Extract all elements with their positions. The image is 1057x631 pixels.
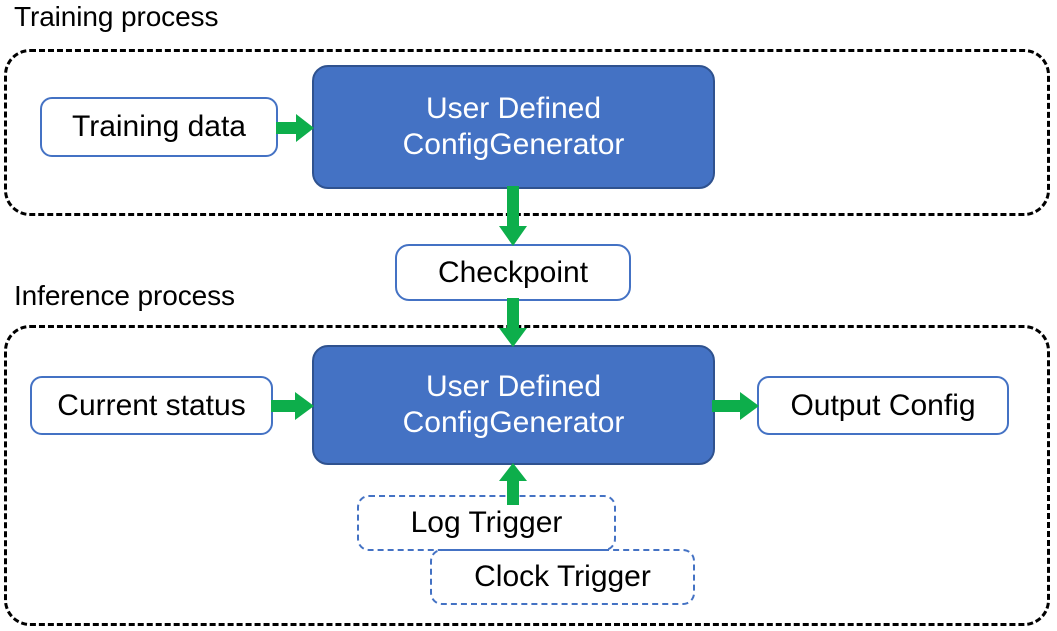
generator-inference-line-1: User Defined xyxy=(425,370,602,403)
generator-training-line-2: ConfigGenerator xyxy=(402,128,625,161)
node-checkpoint-label: Checkpoint xyxy=(437,255,589,289)
arrow-trigger-to-generator-icon xyxy=(498,463,528,505)
arrow-current-status-to-generator-icon xyxy=(271,390,316,422)
node-output-config[interactable]: Output Config xyxy=(757,376,1009,435)
arrow-generator-to-output-config-icon xyxy=(712,390,761,422)
arrow-checkpoint-to-generator-icon xyxy=(498,298,528,348)
node-clock-trigger-label: Clock Trigger xyxy=(474,560,651,593)
node-checkpoint[interactable]: Checkpoint xyxy=(395,244,631,301)
training-process-container xyxy=(4,49,1050,216)
arrow-generator-to-checkpoint-icon xyxy=(498,186,528,248)
node-current-status[interactable]: Current status xyxy=(30,376,273,435)
inference-process-label: Inference process xyxy=(14,280,235,311)
generator-training-line-1: User Defined xyxy=(425,92,602,125)
node-user-defined-configgenerator-inference[interactable]: User Defined ConfigGenerator xyxy=(312,345,715,465)
node-clock-trigger[interactable]: Clock Trigger xyxy=(430,549,695,605)
training-process-label: Training process xyxy=(14,1,219,32)
generator-inference-line-2: ConfigGenerator xyxy=(402,406,625,439)
node-log-trigger[interactable]: Log Trigger xyxy=(357,495,616,551)
node-user-defined-configgenerator-training[interactable]: User Defined ConfigGenerator xyxy=(312,65,715,189)
node-output-config-label: Output Config xyxy=(790,388,976,422)
node-log-trigger-label: Log Trigger xyxy=(410,506,563,539)
node-training-data-label: Training data xyxy=(72,110,246,143)
node-training-data[interactable]: Training data xyxy=(40,97,278,157)
arrow-training-data-to-generator-icon xyxy=(276,112,316,144)
node-current-status-label: Current status xyxy=(57,388,246,422)
inference-process-container xyxy=(4,325,1050,626)
